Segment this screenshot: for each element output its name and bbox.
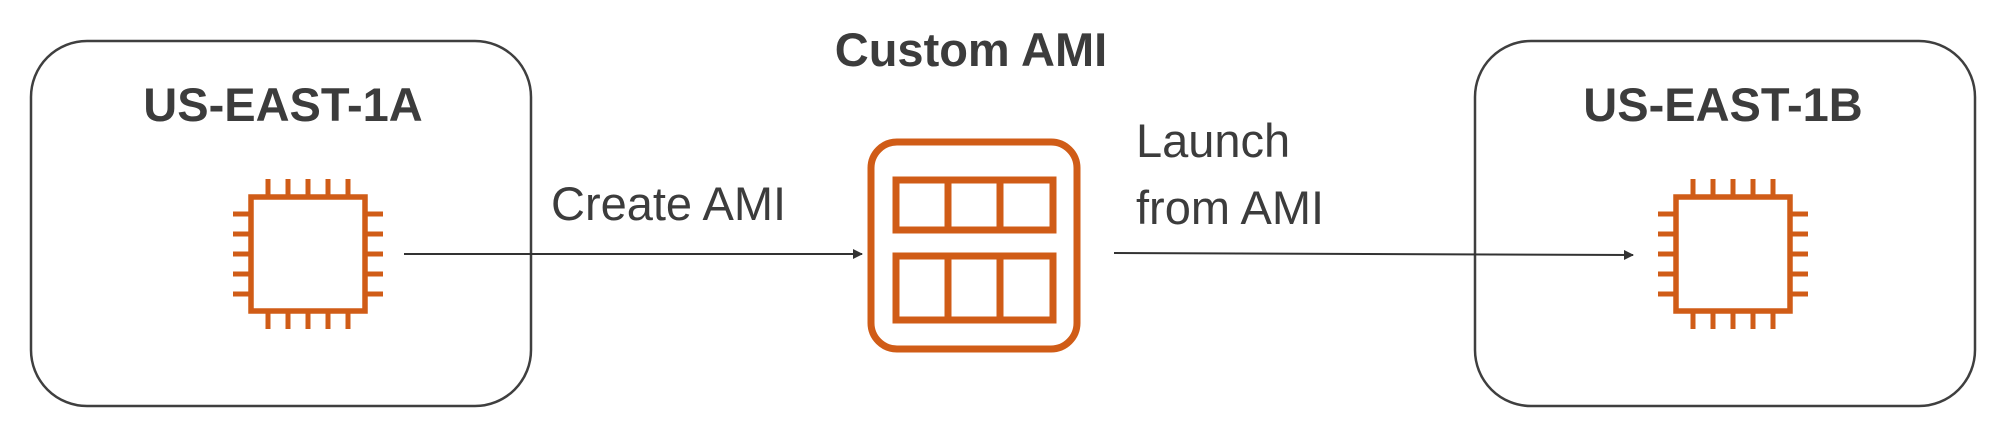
launch-label-line2: from AMI	[1136, 181, 1324, 234]
ami-title: Custom AMI	[835, 23, 1107, 76]
source-zone: US-EAST-1A	[29, 39, 533, 408]
launch-arrow	[1113, 249, 1634, 260]
create-ami-label: Create AMI	[551, 177, 786, 230]
create-ami-edge: Create AMI	[404, 177, 863, 259]
launch-label-line1: Launch	[1136, 114, 1290, 167]
target-zone-box	[1473, 39, 1977, 408]
custom-ami: Custom AMI	[835, 23, 1107, 353]
target-zone: US-EAST-1B	[1473, 39, 1977, 408]
source-zone-title: US-EAST-1A	[143, 78, 422, 131]
source-zone-box	[29, 39, 533, 408]
launch-from-ami-edge: Launch from AMI	[1113, 114, 1634, 260]
ami-grid-icon	[867, 138, 1081, 353]
target-zone-title: US-EAST-1B	[1583, 78, 1862, 131]
